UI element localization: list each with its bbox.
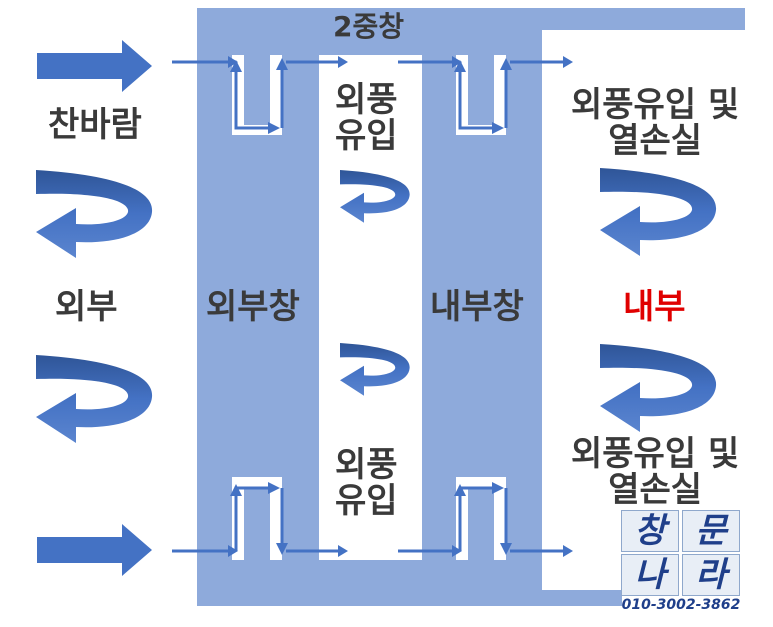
- draft-arrowheads-bottom: [228, 482, 573, 557]
- brand-stamp: 창 문 나 라 010-3002-3862: [618, 507, 744, 619]
- curl-arrow-inside-bottom: [600, 344, 717, 432]
- top-frame-band: [197, 30, 542, 55]
- stamp-char: 라: [682, 554, 740, 596]
- curl-arrow-gap-bottom: [340, 343, 410, 396]
- top-frame-bar: [197, 8, 745, 30]
- gap-inflow-line2: 유입: [335, 480, 398, 521]
- bottom-frame-bar: [542, 590, 622, 606]
- stamp-char: 문: [682, 510, 740, 552]
- stamp-char: 나: [621, 554, 679, 596]
- inside-loss-line2: 열손실: [608, 469, 703, 510]
- sash-inner-top: [468, 55, 494, 125]
- outside-label: 외부: [55, 287, 118, 327]
- outer-window-pane: [197, 55, 319, 560]
- curl-arrow-outside-top: [36, 170, 153, 258]
- draft-arrowheads-top: [228, 56, 573, 134]
- curl-arrow-outside-bottom: [36, 355, 153, 443]
- inside-loss-line1: 외풍유입 및: [571, 85, 740, 125]
- gap-inflow-line2: 유입: [335, 115, 398, 156]
- window-frame: [197, 8, 745, 606]
- curl-arrow-inside-top: [600, 168, 717, 256]
- inside-loss-label-bottom: 외풍유입 및 열손실: [571, 434, 740, 510]
- gap-inflow-line1: 외풍: [335, 80, 398, 120]
- inside-loss-line1: 외풍유입 및: [571, 434, 740, 474]
- sash-outer-top: [244, 55, 270, 125]
- inner-window-label: 내부창: [430, 287, 524, 327]
- gap-inflow-label-bottom: 외풍 유입: [335, 445, 398, 521]
- curl-arrow-gap-top: [340, 170, 410, 223]
- gap-inflow-label-top: 외풍 유입: [335, 80, 398, 156]
- diagram-title: 2중창: [333, 10, 405, 43]
- bottom-frame-band: [197, 560, 542, 606]
- stamp-phone: 010-3002-3862: [621, 597, 741, 613]
- draft-path-top: [172, 60, 565, 130]
- inside-loss-label-top: 외풍유입 및 열손실: [571, 85, 740, 161]
- sash-inner-bottom: [468, 487, 494, 560]
- inside-loss-line2: 열손실: [608, 120, 703, 161]
- inner-window-pane: [422, 55, 542, 560]
- outer-window-label: 외부창: [206, 287, 300, 327]
- inside-label: 내부: [623, 287, 686, 327]
- cold-wind-label: 찬바람: [48, 105, 142, 145]
- sash-outer-bottom: [244, 487, 270, 560]
- cold-wind-arrow-bottom: [37, 524, 152, 576]
- gap-inflow-line1: 외풍: [335, 445, 398, 485]
- stamp-char: 창: [621, 510, 679, 552]
- cold-wind-arrow-top: [37, 40, 152, 92]
